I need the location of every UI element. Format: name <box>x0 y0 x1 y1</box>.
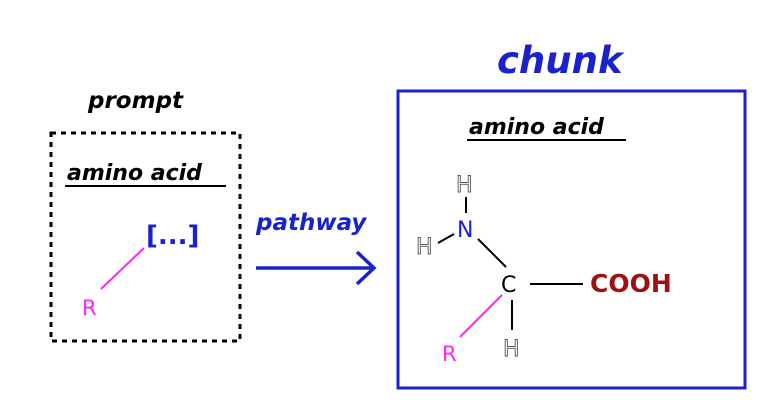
prompt-r-group: R <box>82 296 97 320</box>
atom-h-top: H <box>456 173 473 198</box>
atom-h-left: H <box>416 235 433 260</box>
bond-n-h-left <box>437 233 455 244</box>
atom-n: N <box>457 218 473 243</box>
chunk-subtitle: amino acid <box>469 115 604 140</box>
arrow-label: pathway <box>255 210 367 236</box>
prompt-subtitle: amino acid <box>67 161 202 186</box>
chunk-box <box>396 89 747 390</box>
atom-h-bottom: H <box>503 337 520 362</box>
prompt-r-bond <box>100 247 145 290</box>
atom-r: R <box>442 342 457 366</box>
chunk-title: chunk <box>497 39 625 82</box>
prompt-box <box>49 131 242 343</box>
prompt-placeholder: [...] <box>146 221 199 251</box>
arrow-head <box>355 250 377 286</box>
prompt-title: prompt <box>87 88 184 114</box>
bond-c-r <box>459 294 503 338</box>
atom-cooh: COOH <box>590 269 672 298</box>
bond-n-c <box>477 238 507 268</box>
atom-c: C <box>501 273 516 298</box>
